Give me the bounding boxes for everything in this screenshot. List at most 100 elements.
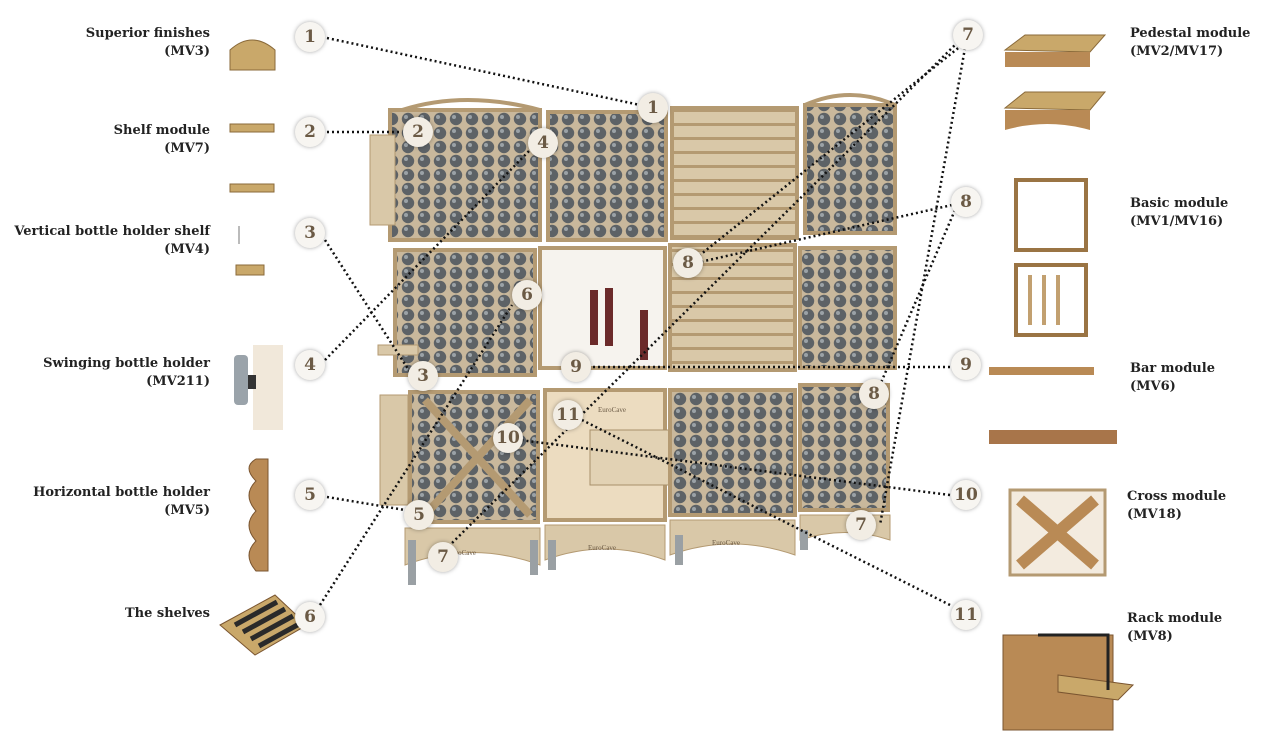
- leader-line-11: [581, 418, 951, 607]
- leader-line-7b: [878, 47, 967, 526]
- horizontal-bottle-holder: [379, 394, 409, 506]
- label-name: Superior finishes: [85, 26, 210, 41]
- holder-board: [235, 264, 265, 276]
- callout-left-6[interactable]: 6: [295, 602, 325, 632]
- leader-line-4: [324, 149, 531, 361]
- holder-plank: [248, 458, 269, 572]
- brand-mark: EuroCave: [448, 549, 476, 557]
- leader-line-3: [323, 239, 412, 373]
- basic-module: [803, 103, 897, 235]
- basic-frame: [1014, 263, 1088, 337]
- leader-line-5: [326, 495, 406, 512]
- rack-side: [253, 345, 283, 430]
- label-code: (MV211): [146, 374, 210, 389]
- rack-rail: [1038, 633, 1110, 690]
- wine-bottle: [590, 290, 598, 345]
- callout-onimage-3[interactable]: 3: [408, 361, 438, 391]
- callout-left-4[interactable]: 4: [295, 350, 325, 380]
- cross-brace: [422, 397, 533, 518]
- pedestal-module: [799, 514, 891, 541]
- pedestal-row: EuroCave EuroCave EuroCave EuroCave: [404, 406, 891, 585]
- label-code: (MV8): [1127, 629, 1173, 644]
- callout-onimage-1[interactable]: 1: [638, 93, 668, 123]
- brand-mark: EuroCave: [588, 544, 616, 552]
- callout-onimage-7b[interactable]: 7: [846, 510, 876, 540]
- callout-onimage-5[interactable]: 5: [404, 500, 434, 530]
- rack-module: [388, 108, 542, 242]
- horizontal-bottle-holder-thumbnail: [248, 458, 269, 572]
- pedestal-top: [1003, 34, 1107, 53]
- callout-onimage-4[interactable]: 4: [528, 128, 558, 158]
- callout-right-9[interactable]: 9: [951, 350, 981, 380]
- wine-bottle: [640, 310, 648, 360]
- pedestal-leg: [408, 540, 416, 585]
- pedestal-leg: [530, 540, 538, 575]
- label-bar-module: Bar module (MV6): [1130, 360, 1267, 396]
- vertical-bottle-holder-thumbnail: [235, 226, 265, 276]
- bottle-row: [233, 599, 303, 649]
- callout-onimage-6[interactable]: 6: [512, 280, 542, 310]
- label-rack-module: Rack module (MV8): [1127, 610, 1267, 646]
- label-cross-module: Cross module (MV18): [1127, 488, 1267, 524]
- callout-onimage-8a[interactable]: 8: [673, 248, 703, 278]
- rack-module-thumbnail: [1002, 633, 1135, 731]
- pedestal-module: [544, 524, 666, 561]
- label-name: The shelves: [124, 606, 210, 621]
- callout-right-11[interactable]: 11: [951, 600, 981, 630]
- bar-module-thumbnail: [989, 367, 1117, 444]
- shelf-board: [229, 123, 275, 133]
- bar-board: [989, 367, 1094, 375]
- pedestal-top-curved: [1003, 91, 1107, 111]
- bar-board: [989, 430, 1117, 444]
- label-pedestal-module: Pedestal module (MV2/MV17): [1130, 25, 1267, 61]
- callout-onimage-8b[interactable]: 8: [859, 379, 889, 409]
- callout-onimage-2[interactable]: 2: [403, 117, 433, 147]
- basic-module: [393, 248, 537, 377]
- vertical-bottle-holder-shelf: [377, 344, 419, 356]
- label-shelf-module: Shelf module (MV7): [0, 122, 210, 158]
- label-code: (MV6): [1130, 379, 1176, 394]
- callout-right-7[interactable]: 7: [953, 20, 983, 50]
- leader-lines: [318, 36, 967, 607]
- label-name: Bar module: [1130, 361, 1215, 376]
- basic-module: [546, 110, 668, 242]
- basic-module: [668, 388, 797, 517]
- callout-left-1[interactable]: 1: [295, 22, 325, 52]
- pedestal-module: [669, 519, 796, 556]
- leader-line-8a: [699, 203, 953, 264]
- swinging-bottle-holder-thumbnail: [234, 345, 283, 430]
- label-superior-finishes: Superior finishes (MV3): [0, 25, 210, 61]
- label-code: (MV3): [164, 44, 210, 59]
- callout-right-8[interactable]: 8: [951, 187, 981, 217]
- callout-left-5[interactable]: 5: [295, 480, 325, 510]
- basic-frame: [1014, 178, 1088, 252]
- callout-onimage-10[interactable]: 10: [493, 423, 523, 453]
- callout-onimage-9[interactable]: 9: [561, 352, 591, 382]
- wine-bottle: [234, 355, 248, 405]
- pedestal-leg: [548, 540, 556, 570]
- callout-right-10[interactable]: 10: [951, 480, 981, 510]
- rack-row-bottom: [379, 383, 890, 524]
- leader-line-8b: [878, 209, 957, 386]
- superior-finish: [804, 93, 896, 107]
- label-code: (MV4): [164, 242, 210, 257]
- label-code: (MV2/MV17): [1130, 44, 1224, 59]
- callout-onimage-11[interactable]: 11: [553, 400, 583, 430]
- callout-left-2[interactable]: 2: [295, 117, 325, 147]
- superior-finish: [401, 98, 541, 112]
- label-swinging-bottle-holder: Swinging bottle holder (MV211): [0, 355, 210, 391]
- leader-line-7a: [699, 44, 963, 256]
- basic-slats: [1028, 275, 1060, 325]
- pedestal-base-curved: [1005, 110, 1090, 130]
- basic-module-thumbnail: [1014, 178, 1088, 337]
- pedestal-module-thumbnail: [1003, 34, 1107, 130]
- leader-line-6: [318, 304, 514, 606]
- callout-onimage-7a[interactable]: 7: [428, 542, 458, 572]
- label-name: Basic module: [1130, 196, 1229, 211]
- shelf-board: [229, 183, 275, 193]
- label-the-shelves: The shelves: [0, 605, 210, 623]
- shelves-thumbnail: [219, 594, 308, 656]
- callout-left-3[interactable]: 3: [295, 218, 325, 248]
- cross-module-thumbnail: [1008, 488, 1107, 577]
